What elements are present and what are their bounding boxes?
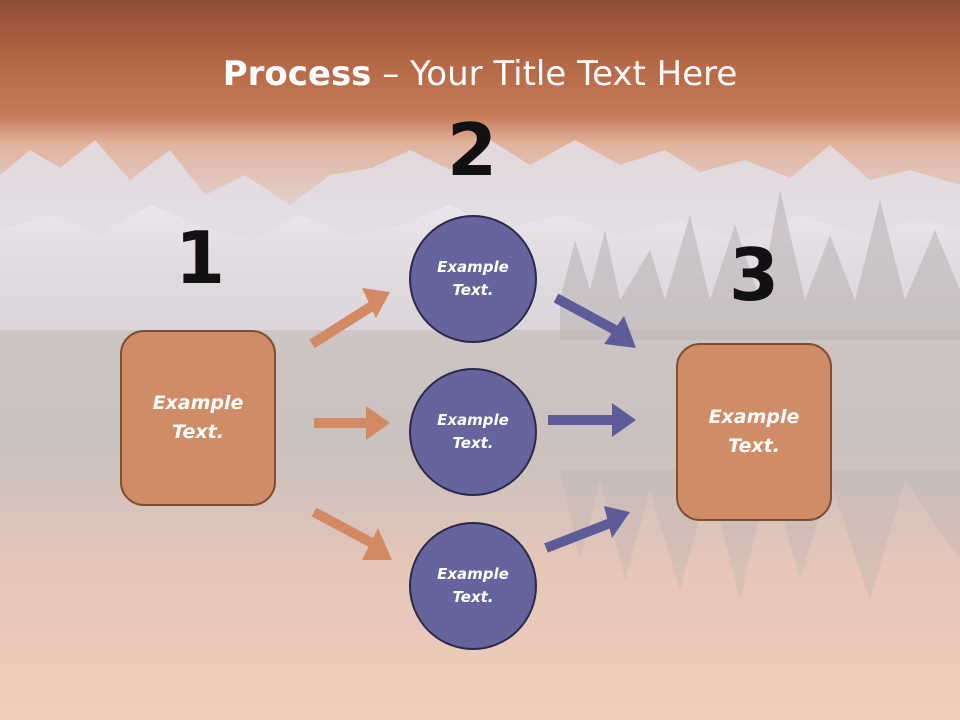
end-box-text: Example Text. xyxy=(708,406,800,457)
title-bold: Process xyxy=(222,54,372,94)
circle-bottom: Example Text. xyxy=(409,522,537,650)
circle-top-text: Example Text. xyxy=(437,258,509,299)
title-rest: – Your Title Text Here xyxy=(371,54,738,94)
arrow-start-to-middle xyxy=(314,406,390,440)
step-number-2: 2 xyxy=(446,108,498,192)
step-number-1: 1 xyxy=(174,216,226,300)
end-box: Example Text. xyxy=(676,343,832,521)
circle-bottom-text: Example Text. xyxy=(437,565,509,606)
arrow-bottom-to-end xyxy=(544,506,630,553)
arrow-top-to-end xyxy=(553,293,636,348)
start-box-text: Example Text. xyxy=(152,392,244,443)
arrow-start-to-top xyxy=(309,288,390,349)
circle-middle: Example Text. xyxy=(409,368,537,496)
start-box: Example Text. xyxy=(120,330,276,506)
step-number-3: 3 xyxy=(728,233,780,317)
circle-middle-text: Example Text. xyxy=(437,411,509,452)
page-title: Process – Your Title Text Here xyxy=(0,52,960,96)
arrow-start-to-bottom xyxy=(311,507,392,560)
arrow-middle-to-end xyxy=(548,403,636,437)
circle-top: Example Text. xyxy=(409,215,537,343)
